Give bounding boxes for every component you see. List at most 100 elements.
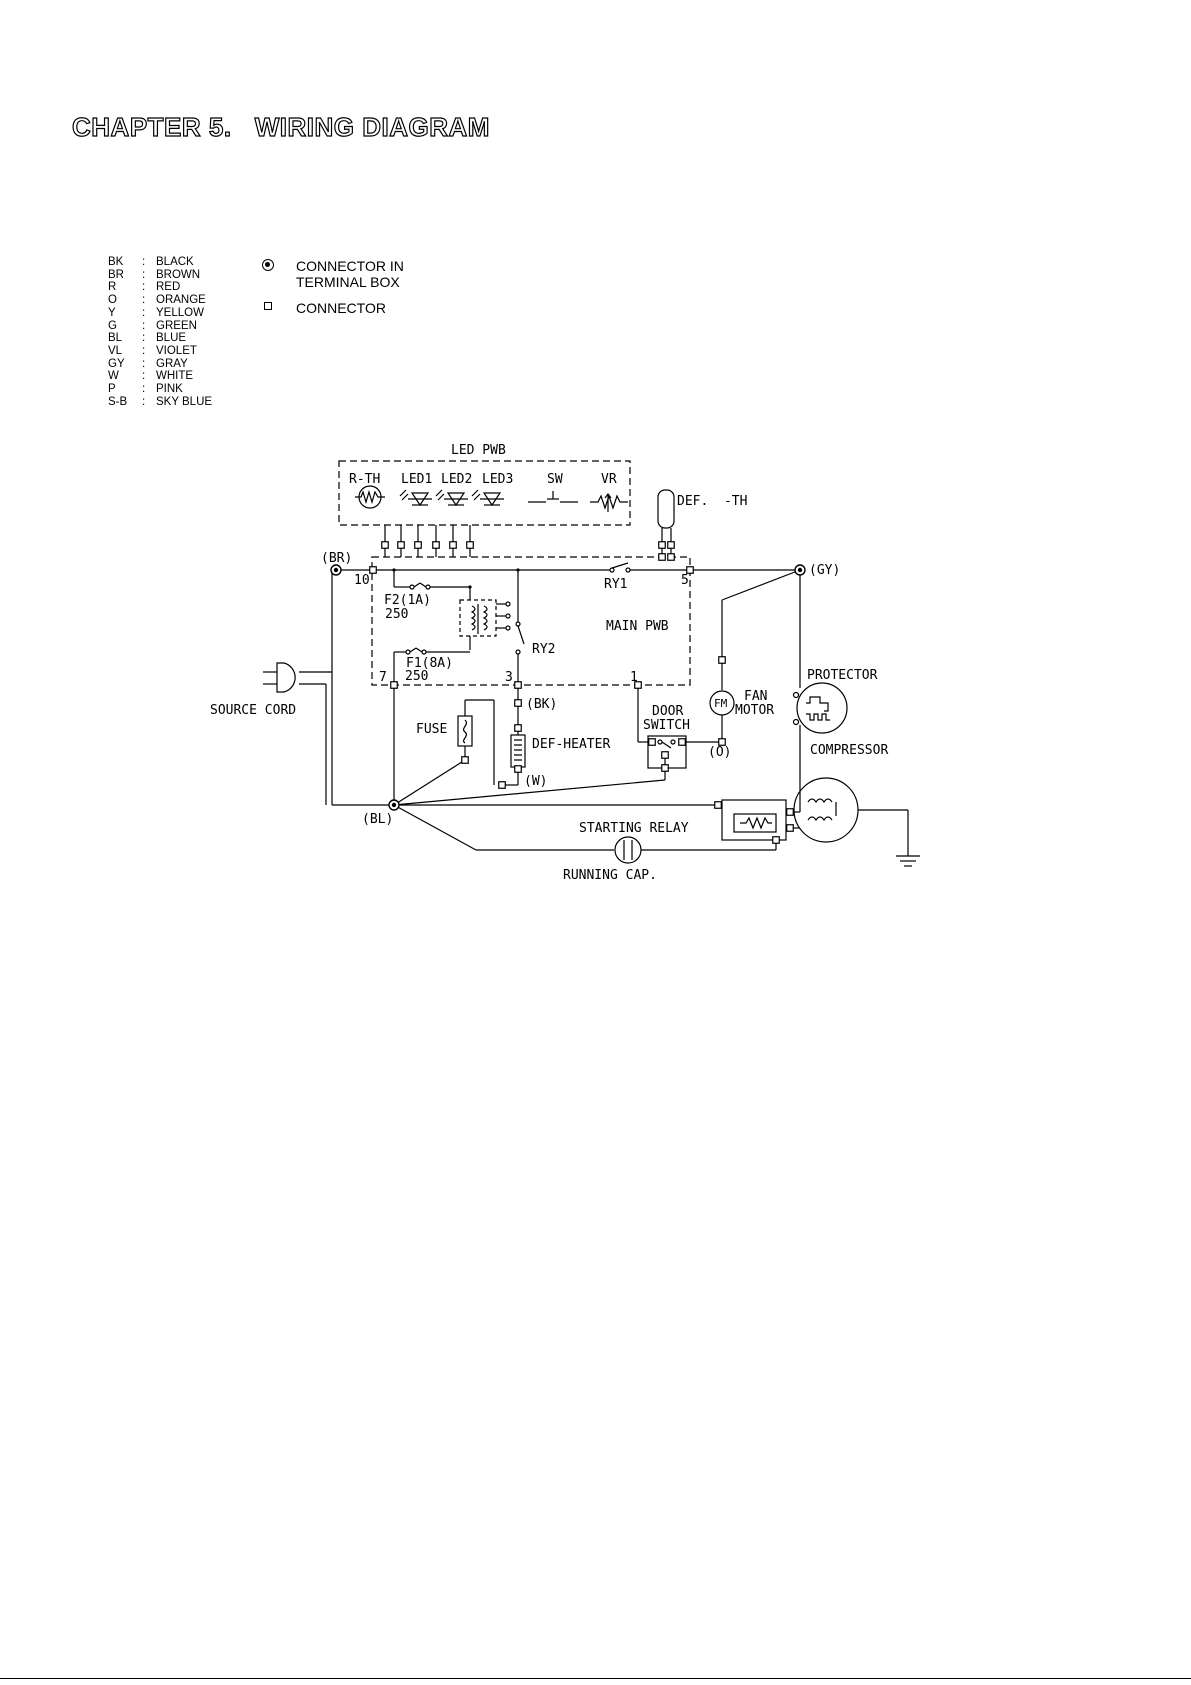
label-pin-3: 3 (505, 670, 513, 685)
legend-color-name: VIOLET (156, 344, 197, 357)
legend-separator: : (142, 357, 146, 370)
label-ry1: RY1 (604, 577, 627, 592)
legend-separator: : (142, 383, 146, 396)
label-f2-voltage: 250 (385, 607, 408, 622)
label-f1-voltage: 250 (405, 669, 428, 684)
label-o: (O) (708, 745, 731, 760)
legend-code: W (108, 370, 119, 383)
starting-relay-icon (721, 799, 787, 841)
led1-icon (399, 489, 432, 507)
label-def-th: DEF. -TH (677, 494, 747, 509)
legend-separator: : (142, 294, 146, 307)
label-bl: (BL) (362, 812, 393, 827)
compressor-icon (793, 777, 859, 843)
terminal-box-connector-icon (262, 258, 296, 274)
source-cord-plug-icon (276, 662, 296, 693)
relay-coil-icon (459, 599, 497, 637)
legend-color-name: BROWN (156, 268, 201, 281)
legend-separator: : (142, 268, 146, 281)
legend-code: BR (108, 268, 124, 281)
label-led1: LED1 (401, 472, 432, 487)
symbol-key-text: CONNECTOR (296, 300, 386, 316)
legend-row: R: RED (108, 281, 212, 294)
label-protector: PROTECTOR (807, 668, 878, 683)
label-motor: MOTOR (735, 703, 774, 718)
label-fan: FAN (744, 689, 767, 704)
legend-row: W:WHITE (108, 370, 212, 383)
label-f1: F1(8A) (406, 656, 453, 671)
legend-separator: : (142, 306, 146, 319)
ground-icon (896, 855, 920, 867)
symbol-key: CONNECTOR IN TERMINAL BOX CONNECTOR (262, 258, 404, 326)
led3-icon (471, 489, 504, 507)
legend-color-name: YELLOW (156, 306, 204, 319)
page-bottom-rule (0, 1678, 1191, 1679)
legend-color-name: RED (156, 281, 181, 294)
main-pwb-box (371, 556, 691, 686)
legend-row: BK: BLACK (108, 256, 212, 269)
legend-color-name: GRAY (156, 357, 188, 370)
label-pin-10: 10 (354, 573, 370, 588)
label-pin-5: 5 (681, 573, 689, 588)
label-sw: SW (547, 472, 563, 487)
legend-separator: : (142, 256, 146, 268)
running-cap-icon (614, 836, 642, 864)
label-fm: FM (714, 697, 728, 710)
label-led2: LED2 (441, 472, 472, 487)
label-compressor: COMPRESSOR (810, 743, 888, 758)
label-fuse: FUSE (416, 722, 447, 737)
legend-row: Y:YELLOW (108, 307, 212, 320)
legend-code: GY (108, 357, 125, 370)
legend-separator: : (142, 319, 146, 332)
legend-separator: : (142, 281, 146, 294)
legend-code: BL (108, 332, 123, 345)
label-w: (W) (524, 774, 547, 789)
legend-row: VL: VIOLET (108, 345, 212, 358)
legend-color-name: SKY BLUE (156, 395, 213, 408)
legend-color-name: BLACK (156, 256, 194, 268)
legend-code: R (108, 281, 117, 294)
page-title: CHAPTER 5. WIRING DIAGRAM (71, 111, 490, 142)
label-r-th: R-TH (349, 472, 380, 487)
legend-color-name: PINK (156, 383, 183, 396)
legend-code: P (108, 383, 116, 396)
legend-color-name: ORANGE (156, 294, 206, 307)
label-source-cord: SOURCE CORD (210, 703, 296, 718)
sw-switch-icon (528, 491, 578, 503)
legend-separator: : (142, 395, 146, 408)
label-main-pwb: MAIN PWB (606, 619, 669, 634)
label-f2: F2(1A) (384, 593, 431, 608)
protector-icon (796, 682, 848, 734)
label-bk: (BK) (526, 697, 557, 712)
label-pin-7: 7 (379, 670, 387, 685)
legend-separator: : (142, 332, 146, 345)
legend-code: VL (108, 344, 123, 357)
label-ry2: RY2 (532, 642, 555, 657)
label-vr: VR (601, 472, 617, 487)
label-gy: (GY) (809, 563, 840, 578)
label-pin-1: 1 (630, 670, 638, 685)
label-running-cap: RUNNING CAP. (563, 868, 657, 883)
led-pwb-box (338, 460, 631, 526)
vr-variable-resistor-icon (590, 493, 628, 512)
legend-row: BR: BROWN (108, 269, 212, 282)
legend-row: BL:BLUE (108, 332, 212, 345)
legend-code: BK (108, 256, 124, 268)
label-led3: LED3 (482, 472, 513, 487)
legend-separator: : (142, 344, 146, 357)
legend-row: GY: GRAY (108, 358, 212, 371)
legend-code: G (108, 319, 117, 332)
led2-icon (435, 489, 468, 507)
label-led-pwb: LED PWB (451, 443, 506, 458)
symbol-key-row: CONNECTOR IN TERMINAL BOX (262, 258, 404, 290)
legend-color-name: GREEN (156, 319, 197, 332)
def-th-sensor-icon (657, 489, 675, 529)
legend-color-name: WHITE (156, 370, 194, 383)
label-def-heater: DEF-HEATER (532, 737, 610, 752)
legend-code: O (108, 294, 117, 307)
label-br: (BR) (321, 551, 352, 566)
label-switch: SWITCH (643, 718, 690, 733)
label-door: DOOR (652, 704, 683, 719)
